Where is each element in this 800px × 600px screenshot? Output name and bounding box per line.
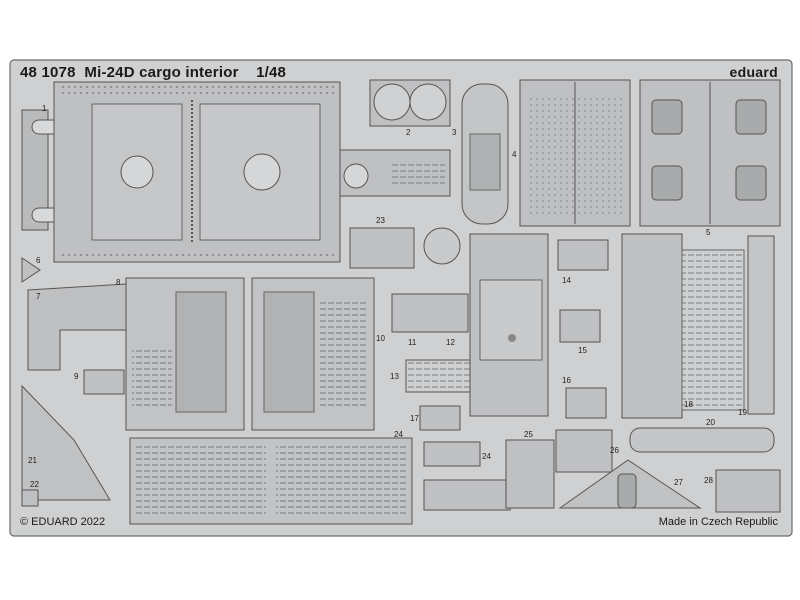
part-9-block xyxy=(83,369,125,395)
part-number-26: 26 xyxy=(610,446,619,455)
part-17-vents xyxy=(419,405,461,431)
part-19-strip xyxy=(747,235,775,415)
part-25-rails xyxy=(505,439,555,509)
part-23-box xyxy=(349,227,415,269)
part-18-frames xyxy=(621,233,745,419)
part-number-24a: 24 xyxy=(394,430,403,439)
part-3-inner xyxy=(469,133,501,191)
part-number-19: 19 xyxy=(738,408,747,417)
part-24-small xyxy=(423,441,481,467)
part-number-1: 1 xyxy=(42,104,47,113)
part-5-panel xyxy=(639,79,781,227)
part-number-11: 11 xyxy=(408,338,417,347)
part-14-box xyxy=(557,239,609,271)
part-16-bracket xyxy=(565,387,607,419)
part-22-square xyxy=(21,489,39,507)
brand-logo: eduard xyxy=(729,64,778,80)
part-number-21: 21 xyxy=(28,456,37,465)
part-number-17: 17 xyxy=(410,414,419,423)
part-number-13: 13 xyxy=(390,372,399,381)
part-number-5: 5 xyxy=(706,228,711,237)
part-number-2: 2 xyxy=(406,128,411,137)
part-number-10: 10 xyxy=(376,334,385,343)
part-number-15: 15 xyxy=(578,346,587,355)
part-number-18: 18 xyxy=(684,400,693,409)
part-27-slot xyxy=(617,473,637,509)
part-number-24b: 24 xyxy=(482,452,491,461)
origin-text: Made in Czech Republic xyxy=(658,516,778,528)
part-number-16: 16 xyxy=(562,376,571,385)
product-scale: 1/48 xyxy=(256,64,287,81)
part-10-wall xyxy=(251,277,375,431)
part-number-14: 14 xyxy=(562,276,571,285)
part-number-20: 20 xyxy=(706,418,715,427)
part-24-bench xyxy=(129,437,413,525)
part-8-wall xyxy=(27,277,245,431)
part-13-bar xyxy=(405,359,475,393)
copyright-text: © EDUARD 2022 xyxy=(20,516,106,528)
part-number-6: 6 xyxy=(36,256,41,265)
part-15-bracket xyxy=(559,309,601,343)
part-4-panel xyxy=(519,79,631,227)
part-number-7: 7 xyxy=(36,292,41,301)
part-number-3: 3 xyxy=(452,128,457,137)
part-number-8: 8 xyxy=(116,278,121,287)
door-panel xyxy=(469,233,549,417)
product-title: Mi-24D cargo interior xyxy=(84,64,239,81)
part-28-box xyxy=(715,469,781,513)
part-6-triangle xyxy=(21,257,41,283)
part-2-discs xyxy=(369,79,451,127)
product-code: 48 1078 xyxy=(20,64,76,81)
part-number-22: 22 xyxy=(30,480,39,489)
part-number-12: 12 xyxy=(446,338,455,347)
part-2-disc-small xyxy=(423,227,461,265)
fret-title: 48 1078 Mi-24D cargo interior 1/48 xyxy=(20,64,286,81)
part-1-floor xyxy=(21,81,451,263)
part-11-12-brackets xyxy=(391,293,469,333)
part-number-27: 27 xyxy=(674,478,683,487)
part-number-4: 4 xyxy=(512,150,517,159)
part-number-25: 25 xyxy=(524,430,533,439)
part-21-side xyxy=(21,384,111,501)
part-number-9: 9 xyxy=(74,372,79,381)
part-20-bar xyxy=(629,427,775,453)
part-plate-row xyxy=(423,479,511,511)
part-number-23: 23 xyxy=(376,216,385,225)
part-26-bracket xyxy=(555,429,613,473)
part-number-28: 28 xyxy=(704,476,713,485)
